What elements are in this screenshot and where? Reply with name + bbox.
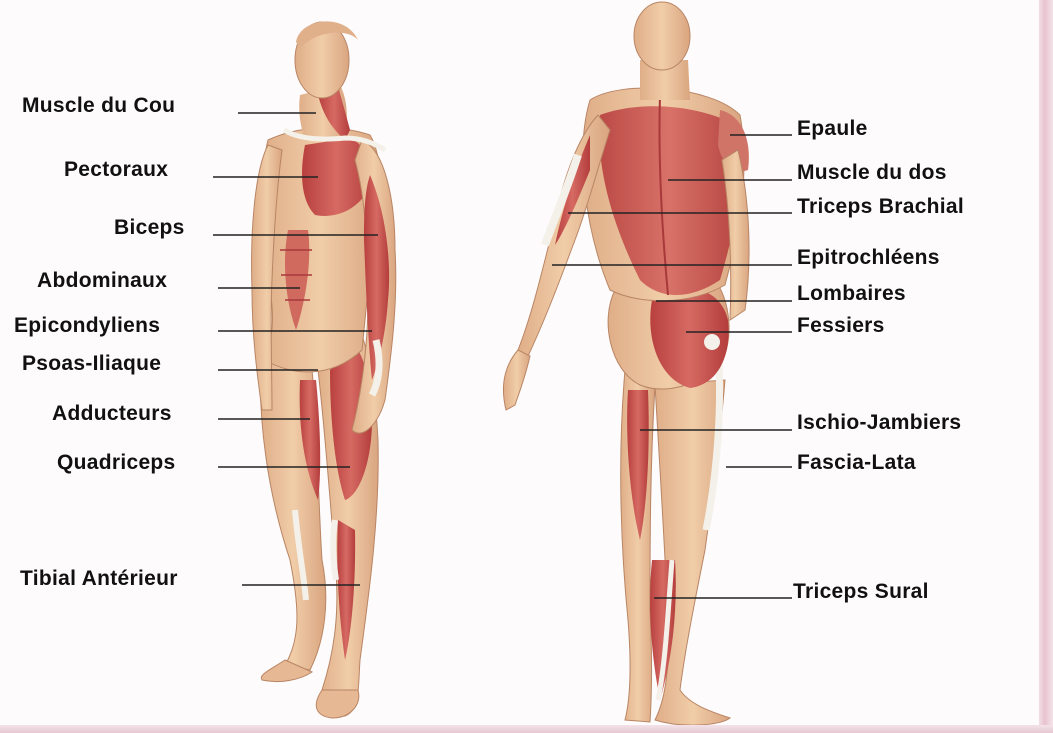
label-quadriceps: Quadriceps: [57, 451, 176, 475]
label-fessiers: Fessiers: [797, 314, 885, 338]
label-fascia-lata: Fascia-Lata: [797, 451, 916, 475]
label-abdominaux: Abdominaux: [37, 269, 167, 293]
back-figure: [503, 2, 749, 725]
label-psoas-iliaque: Psoas-Iliaque: [22, 352, 161, 376]
label-tibial-anterieur: Tibial Antérieur: [20, 567, 178, 591]
label-epitrochleens: Epitrochléens: [797, 246, 940, 270]
label-ischio-jambiers: Ischio-Jambiers: [797, 411, 961, 435]
label-biceps: Biceps: [114, 216, 185, 240]
label-triceps-sural: Triceps Sural: [793, 580, 929, 604]
label-pectoraux: Pectoraux: [64, 158, 168, 182]
label-adducteurs: Adducteurs: [52, 402, 172, 426]
label-lombaires: Lombaires: [797, 282, 906, 306]
label-triceps-brachial: Triceps Brachial: [797, 195, 964, 219]
label-epicondyliens: Epicondyliens: [14, 314, 160, 338]
frame-border-bottom: [0, 725, 1053, 733]
label-epaule: Epaule: [797, 117, 868, 141]
frame-border-right: [1039, 0, 1053, 733]
label-muscle-du-cou: Muscle du Cou: [22, 94, 175, 118]
label-muscle-du-dos: Muscle du dos: [797, 161, 947, 185]
